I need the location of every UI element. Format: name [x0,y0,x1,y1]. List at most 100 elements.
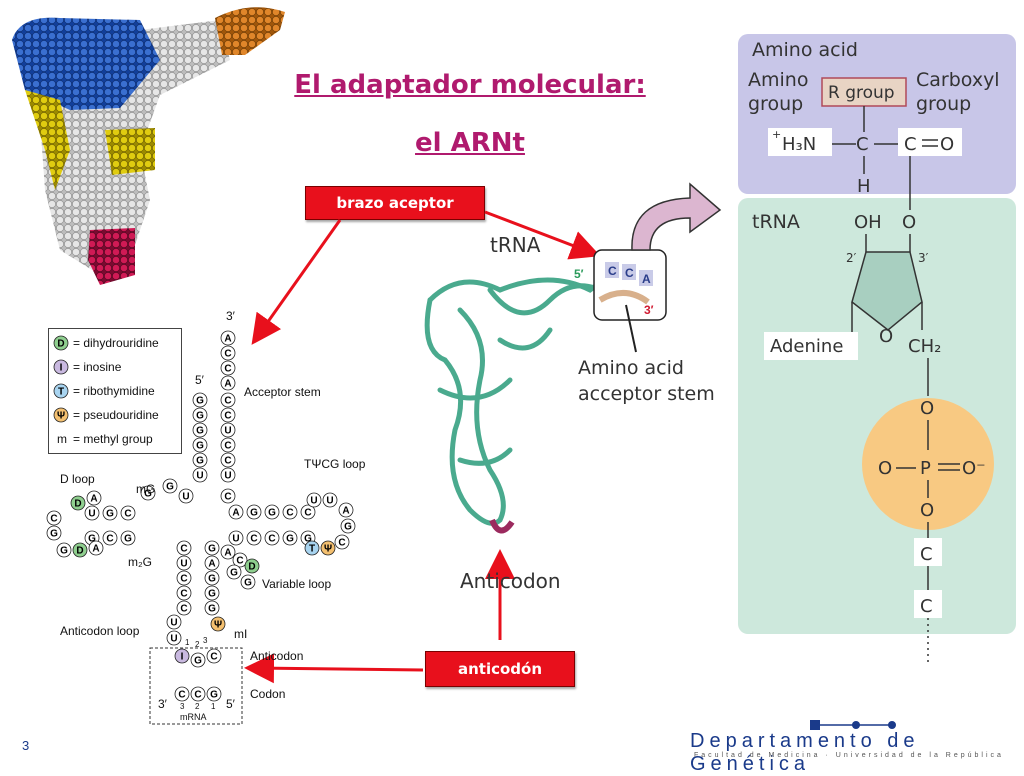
nucleotide [244,558,260,574]
legend-item-dihydrouridine: D = dihydrouridine [53,335,159,351]
nucleotide-letter: U [182,492,189,503]
svg-text:= methyl group: = methyl group [73,432,153,446]
slide-title-line2: el ARNt [415,128,525,158]
nucleotide-letter: A [208,559,215,570]
nucleotide-letter: G [344,522,352,533]
nucleotide [228,504,244,520]
nucleotide-letter: C [250,534,257,545]
alpha-hydrogen: H [857,176,871,197]
nucleotide-letter: G [244,578,252,589]
nucleotide-letter: Ψ [214,620,222,631]
nucleotide-letter: G [286,534,294,545]
carboxyl-group-line1: Carboxyl [916,69,1000,91]
nucleotide [174,686,190,702]
nucleotide [70,495,86,511]
svg-text:Ψ: Ψ [57,411,65,422]
phosphate-group [862,398,994,530]
curved-arrow [631,182,722,251]
nucleotide-letter: G [124,534,132,545]
phosphorus: P [920,458,931,479]
phosphate-o-top: O [920,398,934,419]
nucleotide [192,422,208,438]
trna-3d-3prime: 3′ [644,303,654,317]
svg-text:= ribothymidine: = ribothymidine [73,384,155,398]
nucleotide-letter: C [178,690,185,701]
nucleotide [300,504,316,520]
ribose-2prime: 2′ [846,251,857,265]
nucleotide-letter: C [224,349,231,360]
space-filling-trna-model [12,7,285,285]
nucleotide-letter: C [180,544,187,555]
nucleotide [306,492,322,508]
nucleotide [322,492,338,508]
nucleotide-letter: Ψ [324,544,332,555]
mI-label: mI [234,627,247,641]
nucleotide-letter: G [196,456,204,467]
nucleotide [176,600,192,616]
amino-group-line2: group [748,93,803,115]
slide-title-line1: El adaptador molecular: [294,70,646,100]
amino-acid-chemistry: Amino acid Amino group Carboxyl group R … [748,39,1000,664]
nucleotide [282,530,298,546]
nucleotide-letter: C [224,364,231,375]
nucleotide [162,478,178,494]
nucleotide-letter: C [180,589,187,600]
ribose-3prime: 3′ [918,251,929,265]
svg-text:I: I [60,363,63,374]
nucleotide [46,510,62,526]
nucleotide-letter: D [74,499,81,510]
nucleotide [192,392,208,408]
nucleotide-letter: G [208,574,216,585]
nucleotide-letter: A [90,494,97,505]
nucleotide-letter: A [342,506,349,517]
nucleotide-letter: U [170,618,177,629]
cca-c1: C [608,264,617,278]
nucleotide-letter: C [268,534,275,545]
nucleotide-letter: G [268,508,276,519]
cca-c2: C [625,266,634,280]
nucleotide [120,505,136,521]
nucleotide [56,542,72,558]
nucleotide [88,540,104,556]
nucleotide [338,502,354,518]
trna-3d-anticodon-label: Anticodon [460,569,561,593]
nucleotide-letter: U [170,634,177,645]
nucleotide [240,574,256,590]
nucleotide-letter: A [224,379,231,390]
carbon-2: C [920,596,933,617]
nucleotide-letter: G [304,534,312,545]
r-group-label: R group [828,83,895,103]
nucleotide [264,504,280,520]
nucleotide [220,360,236,376]
mrna-label: mRNA [180,712,207,722]
nucleotide [246,530,262,546]
faculty-name: Facultad de Medicina · Universidad de la… [694,752,1004,759]
cloverleaf-codon-label: Codon [250,687,285,701]
nucleotide [102,530,118,546]
nucleotide [220,488,236,504]
nucleotide-letter: C [106,534,113,545]
hydroxyl-label: OH [854,212,882,233]
m2G-label: m₂G [128,555,152,569]
nucleotide [102,505,118,521]
nucleotide-letter: A [232,508,239,519]
anticodon-num-1: 1 [185,638,190,647]
plus-charge: + [772,128,781,141]
nucleotide [174,648,190,664]
nucleotide-letter: G [166,482,174,493]
variable-loop-label: Variable loop [262,577,331,591]
nucleotide-letter: C [124,509,131,520]
nucleotide-letter: G [230,568,238,579]
nucleotide-letter: U [196,471,203,482]
nucleotide [334,534,350,550]
anticodon-segment [489,518,515,534]
cloverleaf-3prime: 3′ [226,309,236,323]
ch2-label: CH₂ [908,336,941,357]
nucleotide-letter: G [196,396,204,407]
page-number: 3 [22,738,30,753]
trna-3d-label: tRNA [490,233,541,257]
nucleotide [176,585,192,601]
svg-text:m: m [57,432,67,446]
carboxyl-group-line2: group [916,93,971,115]
